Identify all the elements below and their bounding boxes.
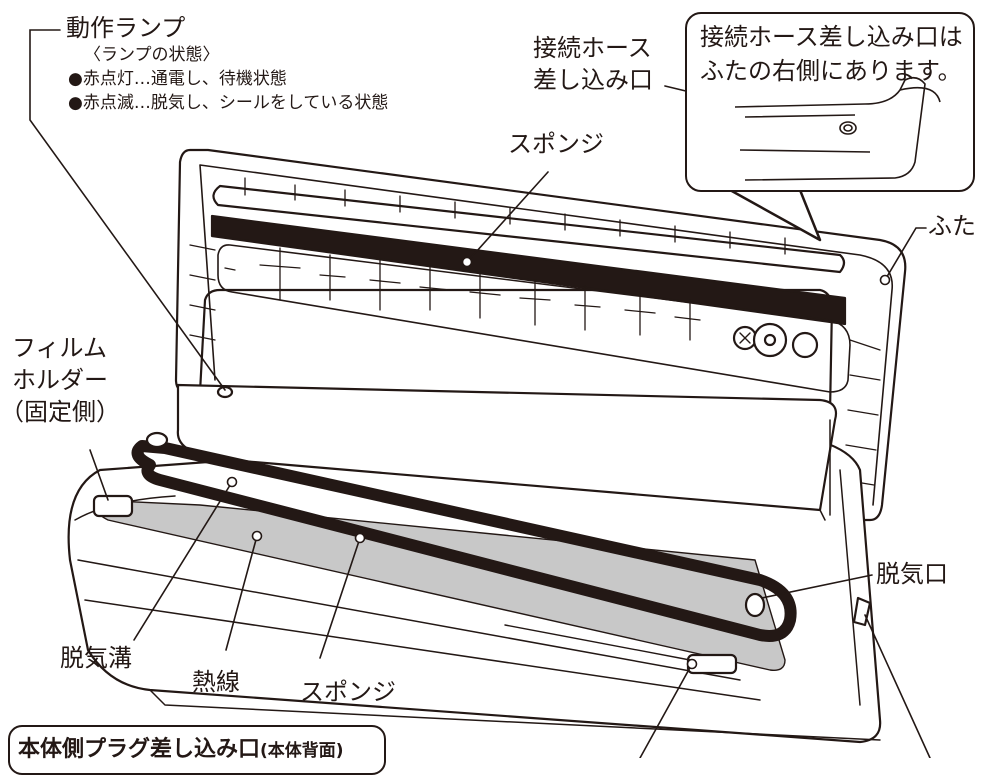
label-film-holder-line3: （固定側）: [0, 398, 120, 426]
callout-inset-drawing: [734, 76, 941, 181]
label-lamp-state-1: ●赤点灯…通電し、待機状態: [68, 69, 287, 89]
callout-text-line1: 接続ホース差し込み口は: [700, 23, 963, 51]
label-hose-port-line2: 差し込み口: [533, 66, 653, 94]
lid-rod: [212, 184, 846, 274]
leader-film-holder: [89, 449, 109, 501]
label-lid: ふた: [928, 212, 976, 240]
leader-groove: [133, 481, 233, 641]
label-lamp-state-title: 〈ランプの状態〉: [84, 45, 220, 65]
leader-plug: [864, 614, 931, 758]
label-plug-port: 本体側プラグ差し込み口(本体背面): [18, 731, 344, 763]
label-film-holder-line1: フィルム: [12, 334, 108, 362]
label-film-holder-line2: ホルダー: [12, 366, 108, 394]
leader-sponge-top: [466, 171, 549, 263]
vacuum-sealer-illustration: [29, 29, 931, 758]
leader-lamp: [29, 29, 226, 391]
front-cover: [176, 383, 838, 512]
leader-holder-front: [639, 663, 693, 758]
lid-sponge: [210, 214, 847, 326]
label-groove: 脱気溝: [60, 644, 132, 672]
label-plug-port-main: 本体側プラグ差し込み口: [18, 737, 261, 762]
label-hose-port-line1: 接続ホース: [533, 34, 652, 62]
groove-sponge-loop: [131, 440, 797, 642]
label-heat-wire: 熱線: [192, 668, 240, 696]
leader-sponge-bottom: [319, 537, 361, 659]
callout-text-line2: ふたの右側にあります。: [700, 57, 962, 85]
label-lamp: 動作ランプ: [66, 14, 186, 42]
callout-tail: [729, 188, 822, 242]
hose-port-callout: [685, 12, 975, 192]
label-vent: 脱気口: [876, 560, 948, 588]
leader-vent: [761, 574, 873, 599]
label-sponge-top: スポンジ: [508, 130, 604, 158]
label-plug-port-note: (本体背面): [260, 741, 344, 761]
leader-heat-wire: [225, 535, 258, 651]
label-sponge-bottom: スポンジ: [300, 678, 396, 706]
leader-lid: [884, 227, 927, 281]
label-lamp-state-2: ●赤点滅…脱気し、シールをしている状態: [68, 93, 389, 113]
